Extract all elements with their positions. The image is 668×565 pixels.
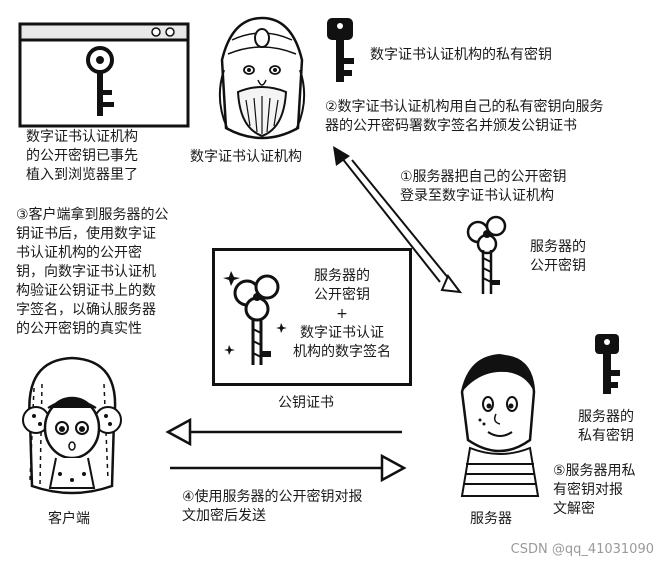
client-figure-icon bbox=[22, 356, 122, 495]
step3-text: ③客户端拿到服务器的公 钥证书后，使用数字证 书认证机构的公开密 钥，向数字证书… bbox=[16, 207, 169, 337]
server-public-key-icon bbox=[466, 215, 507, 294]
step1-text: ①服务器把自己的公开密钥 登录至数字证书认证机构 bbox=[400, 169, 567, 204]
browser-key-note: 数字证书认证机构 的公开密钥已事先 植入到浏览器里了 bbox=[26, 129, 138, 183]
watermark: CSDN @qq_41031090 bbox=[510, 542, 654, 557]
step2-text: ②数字证书认证机构用自己的私有密钥向服务 器的公开密码署数字签名并颁发公钥证书 bbox=[325, 99, 604, 134]
ca-figure-icon bbox=[218, 16, 306, 140]
server-label: 服务器 bbox=[470, 511, 512, 527]
server-public-key-label: 服务器的 公开密钥 bbox=[530, 239, 586, 274]
step5-text: ⑤服务器用私 有密钥对报 文解密 bbox=[553, 463, 636, 517]
server-private-key-label: 服务器的 私有密钥 bbox=[578, 409, 634, 444]
ca-server-arrows bbox=[333, 146, 463, 294]
certificate-content: 服务器的 公开密钥 + 数字证书认证 机构的数字签名 bbox=[293, 268, 391, 360]
ca-private-key-label: 数字证书认证机构的私有密钥 bbox=[370, 47, 552, 63]
client-label: 客户端 bbox=[48, 511, 90, 527]
server-private-key-icon bbox=[595, 334, 620, 394]
public-key-certificate: 服务器的 公开密钥 + 数字证书认证 机构的数字签名 bbox=[212, 248, 412, 386]
client-server-arrows bbox=[165, 417, 407, 483]
browser-key-icon bbox=[86, 46, 114, 116]
certificate-caption: 公钥证书 bbox=[278, 395, 334, 411]
step4-text: ④使用服务器的公开密钥对报 文加密后发送 bbox=[182, 489, 363, 524]
browser-window-icon bbox=[18, 22, 190, 128]
ca-private-key-icon bbox=[327, 18, 354, 82]
ca-label: 数字证书认证机构 bbox=[190, 149, 302, 165]
server-figure-icon bbox=[460, 354, 540, 497]
certificate-key-icon bbox=[223, 271, 287, 365]
